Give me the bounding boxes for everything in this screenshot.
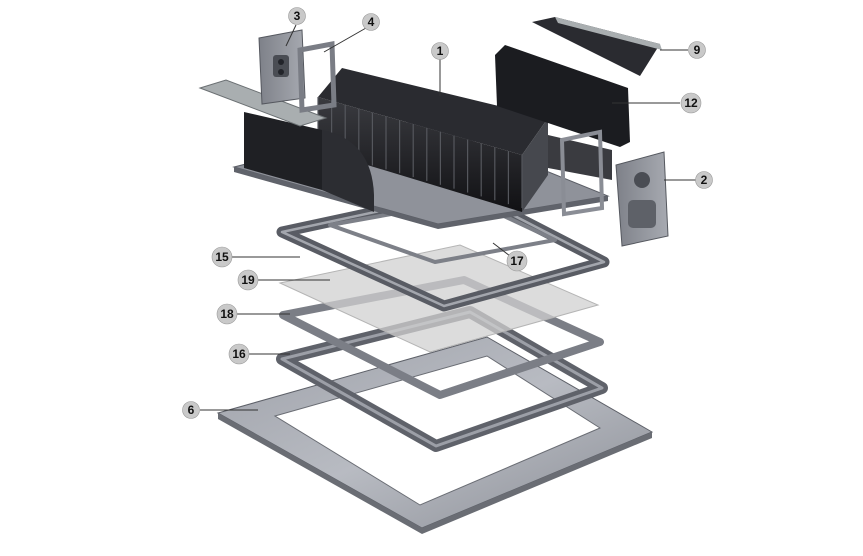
callout-18-label: 18: [220, 307, 234, 321]
end-cap: [615, 151, 669, 247]
callout-4: 4: [323, 13, 380, 53]
callout-3: 3: [285, 7, 306, 47]
base-flange-plate: [216, 336, 654, 534]
callout-19-label: 19: [241, 273, 255, 287]
callout-6: 6: [182, 401, 258, 419]
callout-2: 2: [664, 171, 713, 189]
callout-3-label: 3: [294, 9, 301, 23]
callout-15-label: 15: [215, 250, 229, 264]
callout-1: 1: [431, 42, 449, 96]
callout-19: 19: [237, 269, 330, 291]
callout-16-label: 16: [232, 347, 246, 361]
callout-9: 9: [660, 41, 706, 59]
small-bracket-frame: [297, 41, 337, 113]
callout-1-label: 1: [437, 44, 444, 58]
callout-6-label: 6: [188, 403, 195, 417]
callout-15: 15: [211, 246, 300, 268]
top-cover-strip: [532, 17, 662, 76]
side-panel: [495, 45, 630, 147]
left-side-wall: [244, 112, 374, 212]
callout-18: 18: [216, 303, 290, 325]
callout-9-label: 9: [694, 43, 701, 57]
callout-16: 16: [228, 343, 290, 365]
callout-17: 17: [492, 242, 528, 272]
callout-2-label: 2: [701, 173, 708, 187]
right-small-bracket: [559, 129, 605, 217]
callout-4-label: 4: [368, 15, 375, 29]
callout-12: 12: [612, 92, 702, 114]
callout-12-label: 12: [684, 96, 698, 110]
callout-17-label: 17: [510, 254, 524, 268]
part-callouts: 1 2 3 4 6 9 12: [182, 7, 713, 419]
left-end-bracket: [258, 29, 306, 105]
